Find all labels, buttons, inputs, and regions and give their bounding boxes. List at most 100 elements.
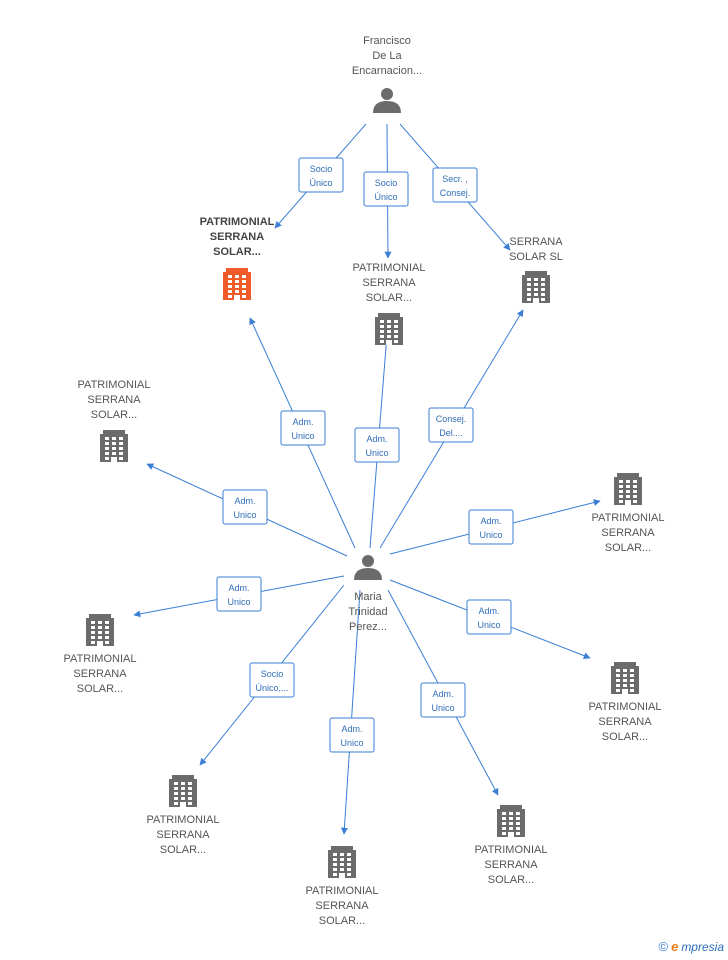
node-label: PATRIMONIAL	[589, 701, 662, 713]
brand-initial: e	[671, 939, 679, 954]
node-label: SOLAR SL	[509, 251, 563, 263]
edge-label-text: Adm.	[432, 689, 453, 699]
edge-label-text: Unico	[291, 431, 314, 441]
edge-label-text: Único	[374, 192, 397, 202]
node-label: SERRANA	[210, 231, 264, 243]
edge-label[interactable]: Secr. ,Consej.	[432, 167, 478, 203]
node-c_left_low[interactable]: PATRIMONIALSERRANASOLAR...	[64, 614, 137, 695]
edge-label-text: Unico	[227, 597, 250, 607]
building-icon	[522, 271, 550, 303]
edge-label-text: Del....	[439, 428, 463, 438]
node-label: SERRANA	[601, 527, 655, 539]
edge-label-box	[280, 410, 326, 446]
edge-label-text: Adm.	[292, 417, 313, 427]
node-c_right_up[interactable]: PATRIMONIALSERRANASOLAR...	[592, 473, 665, 554]
node-label: SOLAR...	[77, 683, 123, 695]
node-label: Perez...	[349, 621, 387, 633]
copyright-icon: ©	[658, 939, 669, 954]
node-label: SERRANA	[156, 829, 210, 841]
edge-label-text: Unico	[365, 448, 388, 458]
node-c_bottom_mid[interactable]: PATRIMONIAL SERRANA SOLAR...	[306, 846, 379, 927]
node-francisco[interactable]: Francisco De La Encarnacion...	[352, 35, 422, 113]
node-c_bottom_right[interactable]: PATRIMONIAL SERRANA SOLAR...	[475, 805, 548, 886]
node-label: SERRANA	[315, 900, 369, 912]
edge-label-text: Unico	[477, 620, 500, 630]
person-icon	[354, 555, 382, 580]
edge-label-box	[249, 662, 295, 698]
node-label: Encarnacion...	[352, 65, 422, 77]
building-icon	[375, 313, 403, 345]
edge-label-box	[466, 599, 512, 635]
edge-label-text: Consej.	[436, 414, 467, 424]
edge-label-box	[432, 167, 478, 203]
edge-label-text: Adm.	[228, 583, 249, 593]
node-c_left[interactable]: PATRIMONIALSERRANASOLAR...	[78, 379, 151, 462]
node-label: De La	[372, 50, 402, 62]
node-label: SOLAR...	[91, 409, 137, 421]
edge-label-box	[222, 489, 268, 525]
node-label: PATRIMONIAL	[64, 653, 137, 665]
node-label: SOLAR...	[160, 844, 206, 856]
node-label: Trinidad	[348, 606, 387, 618]
node-label: SOLAR...	[213, 246, 261, 258]
edge-label[interactable]: Adm. Unico	[280, 410, 326, 446]
edge-label-text: Consej.	[440, 188, 471, 198]
building-icon	[169, 775, 197, 807]
node-label: SOLAR...	[602, 731, 648, 743]
node-label: PATRIMONIAL	[475, 844, 548, 856]
edge-label[interactable]: Adm. Unico	[468, 509, 514, 545]
node-label: SERRANA	[509, 236, 563, 248]
edge-label-text: Unico	[479, 530, 502, 540]
edge-label[interactable]: Adm. Unico	[216, 576, 262, 612]
node-c_top[interactable]: PATRIMONIALSERRANASOLAR...	[353, 262, 426, 345]
edge-label[interactable]: Adm.Unico	[354, 427, 400, 463]
edge-maria-c_bottom_mid	[340, 589, 361, 835]
node-maria[interactable]: MariaTrinidadPerez...	[348, 555, 388, 633]
node-label: Maria	[354, 591, 382, 603]
building-icon	[100, 430, 128, 462]
node-c_focus[interactable]: PATRIMONIAL SERRANA SOLAR...	[200, 216, 275, 300]
edge-label-text: Único,...	[255, 683, 288, 693]
node-label: SERRANA	[598, 716, 652, 728]
edge-label[interactable]: Adm.Unico	[222, 489, 268, 525]
edge-label-box	[420, 682, 466, 718]
node-label: SOLAR...	[605, 542, 651, 554]
node-label: SERRANA	[484, 859, 538, 871]
node-label: PATRIMONIAL	[200, 216, 275, 228]
node-label: SOLAR...	[366, 292, 412, 304]
edge-label[interactable]: Adm.Unico	[329, 717, 375, 753]
edge-label[interactable]: Adm.Unico	[466, 599, 512, 635]
node-label: PATRIMONIAL	[147, 814, 220, 826]
node-label: PATRIMONIAL	[306, 885, 379, 897]
edge-label-box	[298, 157, 344, 193]
node-label: PATRIMONIAL	[353, 262, 426, 274]
brand-name: mpresia	[681, 939, 724, 954]
edge-label-box	[216, 576, 262, 612]
edge-label-text: Socio	[375, 178, 398, 188]
node-c_right_low[interactable]: PATRIMONIAL SERRANA SOLAR...	[589, 662, 662, 743]
edge-label-box	[329, 717, 375, 753]
edge-label-box	[363, 171, 409, 207]
edge-label[interactable]: Adm.Unico	[420, 682, 466, 718]
node-label: PATRIMONIAL	[78, 379, 151, 391]
edge-label[interactable]: Consej. Del....	[428, 407, 474, 443]
edge-label-box	[354, 427, 400, 463]
person-icon	[373, 88, 401, 113]
edge-label[interactable]: SocioÚnico,...	[249, 662, 295, 698]
edge-label-text: Unico	[233, 510, 256, 520]
node-label: SOLAR...	[488, 874, 534, 886]
building-icon	[223, 268, 251, 300]
building-icon	[328, 846, 356, 878]
node-c_serrana_sl[interactable]: SERRANA SOLAR SL	[509, 236, 563, 303]
edge-label-box	[428, 407, 474, 443]
node-label: SOLAR...	[319, 915, 365, 927]
edge-label-text: Adm.	[341, 724, 362, 734]
node-label: Francisco	[363, 35, 411, 47]
building-icon	[497, 805, 525, 837]
node-c_bottom_left[interactable]: PATRIMONIAL SERRANA SOLAR...	[147, 775, 220, 856]
edge-label-text: Adm.	[480, 516, 501, 526]
